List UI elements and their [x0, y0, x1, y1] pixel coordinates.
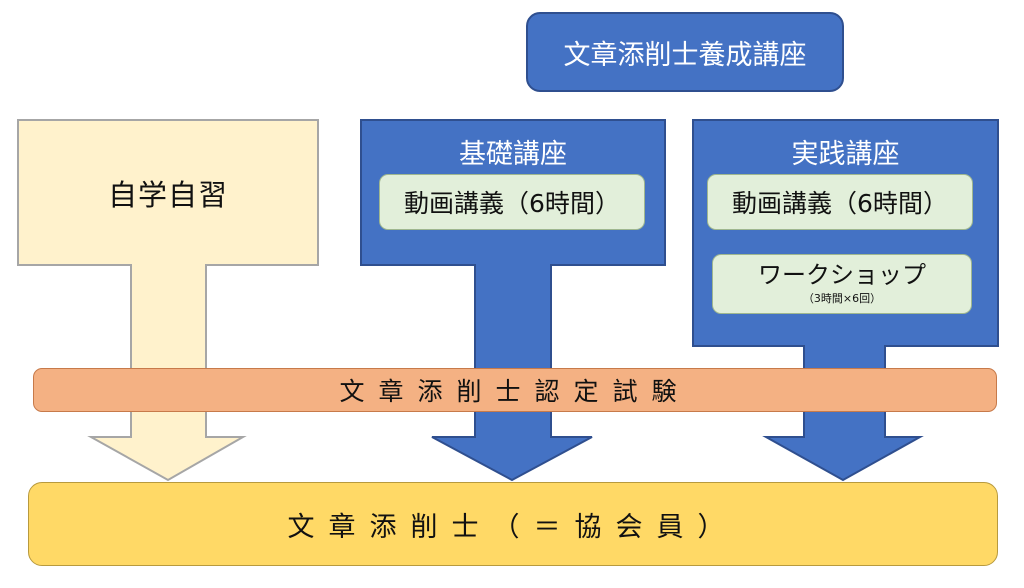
- certified-corrector-bar: 文章添削士（＝協会員）: [28, 482, 998, 566]
- workshop-pill: ワークショップ （3時間×6回）: [712, 254, 972, 314]
- basic-video-lecture-pill: 動画講義（6時間）: [379, 174, 645, 230]
- course-title-box: 文章添削士養成講座: [526, 12, 844, 92]
- practical-video-lecture-label: 動画講義（6時間）: [732, 189, 948, 218]
- basic-video-lecture-label: 動画講義（6時間）: [404, 189, 620, 218]
- practical-video-lecture-pill: 動画講義（6時間）: [707, 174, 973, 230]
- self-study-label: 自学自習: [107, 177, 228, 212]
- course-title: 文章添削士養成講座: [563, 39, 807, 71]
- certification-exam-bar: 文章添削士認定試験: [33, 368, 997, 412]
- practical-course-title: 実践講座: [791, 139, 900, 170]
- self-study-arrow: [17, 119, 319, 482]
- basic-course-title: 基礎講座: [459, 139, 567, 170]
- certification-exam-label: 文章添削士認定試験: [339, 377, 691, 406]
- workshop-detail: （3時間×6回）: [802, 291, 882, 305]
- certified-corrector-label: 文章添削士（＝協会員）: [287, 511, 739, 543]
- self-study-label-box: 自学自習: [18, 120, 318, 265]
- workshop-title: ワークショップ: [758, 261, 926, 290]
